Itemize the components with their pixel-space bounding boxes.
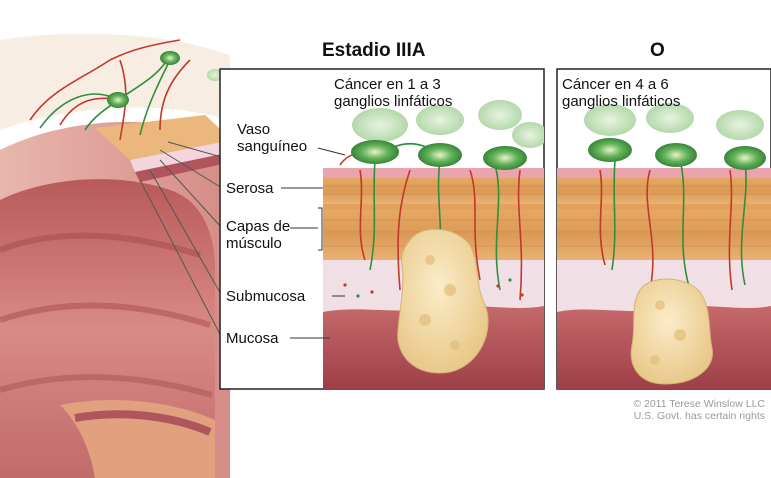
label-muscle-layers: Capas de músculo — [226, 218, 290, 252]
label-serosa: Serosa — [226, 180, 274, 197]
stage-title: Estadio IIIA — [322, 40, 425, 62]
credit-line2: U.S. Govt. has certain rights — [633, 410, 765, 422]
panel-2-caption: Cáncer en 4 a 6 ganglios linfáticos — [562, 76, 680, 110]
panel-1-caption-line1: Cáncer en 1 a 3 — [334, 76, 452, 93]
label-blood-vessel-line2: sanguíneo — [237, 138, 307, 155]
copyright-credit: © 2011 Terese Winslow LLC U.S. Govt. has… — [633, 398, 765, 422]
credit-line1: © 2011 Terese Winslow LLC — [633, 398, 765, 410]
colon-illustration — [0, 34, 232, 478]
panel-2-caption-line1: Cáncer en 4 a 6 — [562, 76, 680, 93]
panel-1-caption-line2: ganglios linfáticos — [334, 93, 452, 110]
panel-1-caption: Cáncer en 1 a 3 ganglios linfáticos — [334, 76, 452, 110]
label-blood-vessel-line1: Vaso — [237, 121, 307, 138]
label-submucosa: Submucosa — [226, 288, 305, 305]
panel-2-caption-line2: ganglios linfáticos — [562, 93, 680, 110]
label-muscle-layers-line1: Capas de — [226, 218, 290, 235]
panel-2 — [557, 69, 771, 389]
label-blood-vessel: Vaso sanguíneo — [237, 121, 307, 155]
or-separator: O — [650, 40, 665, 62]
label-muscle-layers-line2: músculo — [226, 235, 290, 252]
label-mucosa: Mucosa — [226, 330, 279, 347]
